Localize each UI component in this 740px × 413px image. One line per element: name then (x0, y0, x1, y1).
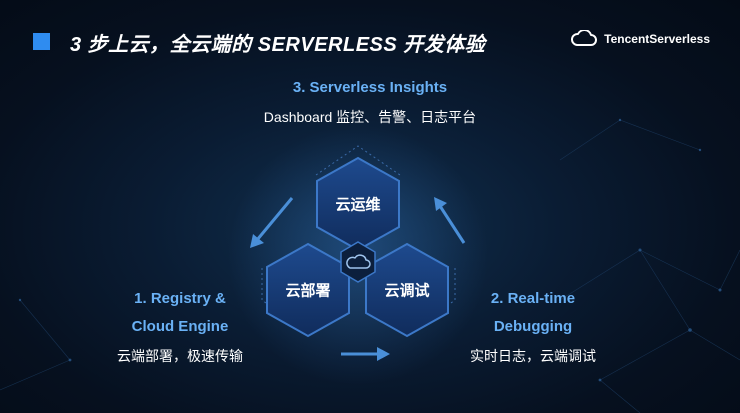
hexagon-debug-label: 云调试 (384, 282, 430, 300)
step-registry-title-line2: Cloud Engine (131, 318, 229, 335)
arrow-right-up (434, 197, 466, 244)
step-debugging-title-line2: Debugging (493, 318, 573, 335)
step-insights-title: 3. Serverless Insights (292, 79, 448, 96)
step-debugging-title-line1: 2. Real-time (490, 290, 576, 307)
brand-logo: TencentServerless (570, 30, 710, 48)
page-title: 3 步上云，全云端的 SERVERLESS 开发体验 (70, 34, 486, 56)
header-accent-square (33, 33, 50, 50)
step-registry-desc: 云端部署，极速传输 (117, 348, 243, 364)
cloud-logo-icon (571, 30, 598, 46)
hexagon-center (340, 241, 376, 283)
brand-name: TencentServerless (604, 32, 710, 46)
arrow-left-down (250, 197, 294, 248)
step-registry-title-line1: 1. Registry & (134, 290, 226, 307)
hexagon-deploy-label: 云部署 (285, 282, 331, 300)
cloud-icon (346, 254, 371, 269)
hexagon-ops-label: 云运维 (335, 196, 381, 214)
step-insights-desc: Dashboard 监控、告警、日志平台 (263, 109, 477, 125)
step-debugging-desc: 实时日志，云端调试 (470, 348, 596, 364)
dotted-outline (261, 145, 456, 333)
arrow-bottom-right (341, 347, 390, 361)
